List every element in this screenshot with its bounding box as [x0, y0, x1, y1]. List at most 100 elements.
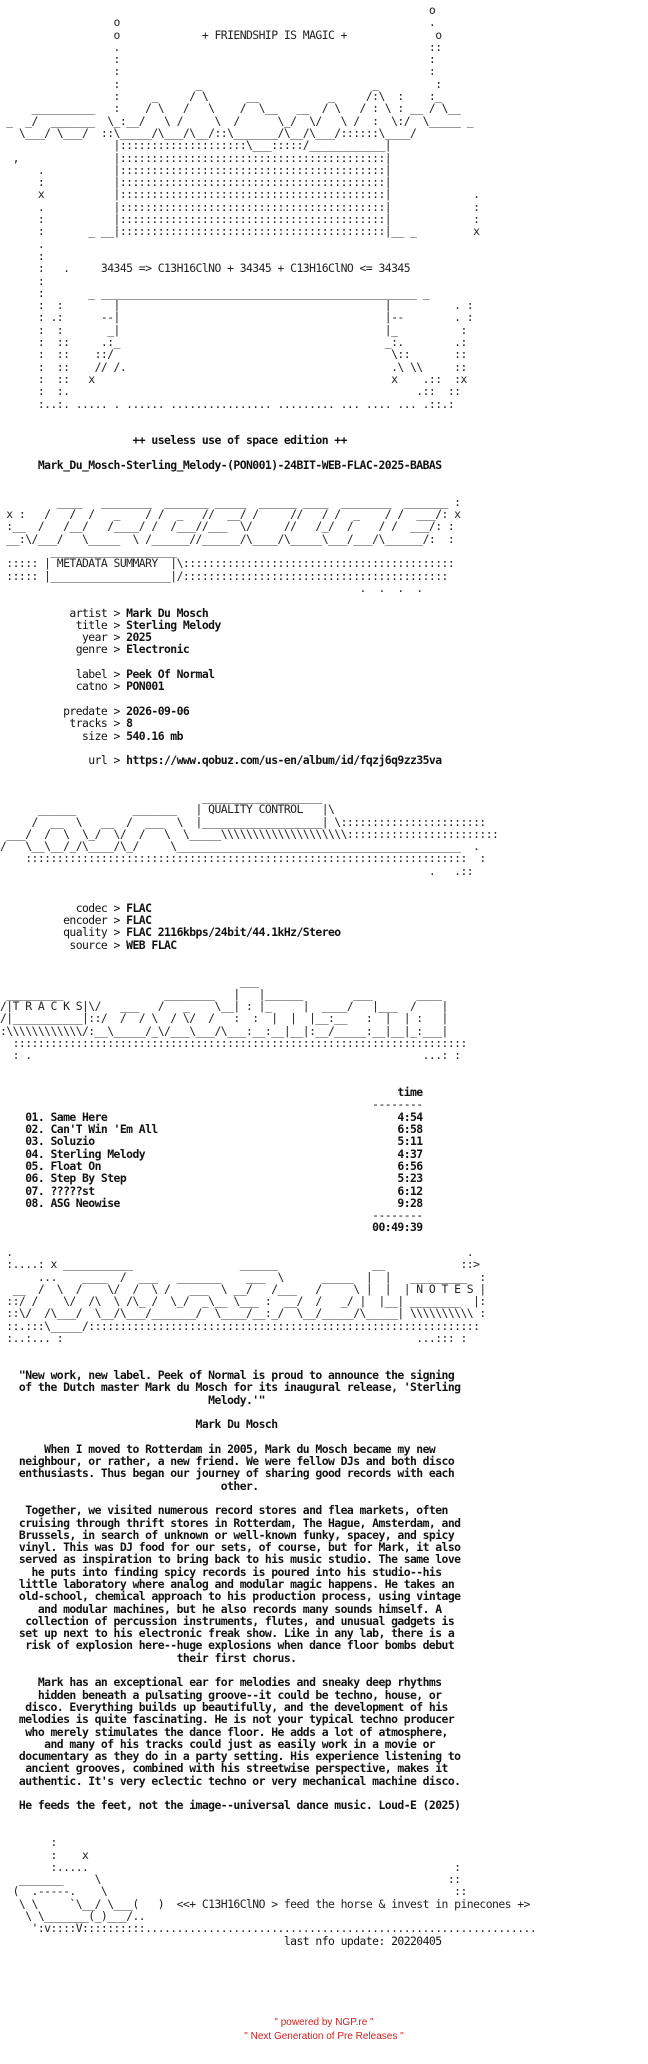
footer-tagline: " Next Generation of Pre Releases " — [244, 2031, 404, 2042]
art-line: : . 34345 => C13H16ClNO + 34345 + C13H16… — [0, 261, 411, 276]
art-line: ___________________ — [0, 790, 322, 804]
info-row: size > 540.16 mb — [0, 729, 648, 742]
art-line: : :: .:_ _:. .: — [0, 335, 467, 350]
art-line: : — [0, 248, 45, 263]
art-line: ( .-----. \ :: — [0, 1884, 468, 1899]
note-line: risk of explosion here--huge explosions … — [0, 1638, 455, 1653]
art-line: . |:::::::::::::::::::::::::::::::::::::… — [0, 199, 480, 214]
art-line: x : / / / _ / / _ // __/ / // / / _ / / … — [0, 507, 461, 522]
art-line: : — [0, 1835, 57, 1850]
info-row: tracks > 8 — [0, 717, 648, 729]
info-row: title > Sterling Melody — [0, 619, 648, 631]
art-line: ::::::::::::::::::::::::::::::::::::::::… — [0, 1035, 468, 1050]
art-line: _ _/ _______ \_:__/ \ / \ / \_/ \/ \ / :… — [0, 113, 474, 128]
note-line: little laboratory where analog and modul… — [0, 1577, 455, 1591]
art-line: : : — [0, 52, 436, 67]
info-row: year > 2025 — [0, 631, 648, 643]
art-line: :__ / /__/ /____/ / /___//___ \/ // /_/ … — [0, 519, 455, 534]
metadata-banner: ____ ________ _______ _____ ______ ____ … — [0, 494, 648, 595]
note-line: Mark Du Mosch — [0, 1417, 279, 1432]
note-line: ancient grooves, combined with his stree… — [0, 1761, 448, 1776]
note-line: hidden beneath a pulsating groove--it co… — [0, 1687, 442, 1702]
info-key: quality > — [0, 925, 127, 940]
info-value: 2026-09-06 — [126, 703, 190, 718]
metadata-block: artist > Mark Du Mosch title > Sterling … — [0, 605, 648, 768]
info-key: year > — [0, 630, 127, 645]
art-line: |::::::::::::::::::::\___:::::/_________… — [0, 138, 392, 153]
info-row: label > Peek Of Normal — [0, 668, 648, 680]
art-line: _______ \ :: — [0, 1872, 461, 1887]
track-row: 02. Can'T Win 'Em All 6:58 — [0, 1122, 423, 1137]
info-value: Peek Of Normal — [126, 667, 215, 682]
time-rule: -------- — [0, 1097, 423, 1112]
note-line: documentary as they do in a party settin… — [0, 1749, 461, 1764]
art-line: : : _| |_ : — [0, 322, 467, 337]
art-line: : :: // /. .\ \\ :: — [0, 359, 467, 374]
info-value: PON001 — [126, 679, 165, 694]
note-line: He feeds the feet, not the image--univer… — [0, 1798, 461, 1813]
art-line: : |:::::::::::::::::::::::::::::::::::::… — [0, 212, 480, 227]
art-line: ':v::::V::::::::::......................… — [0, 1921, 537, 1936]
info-row: predate > 2026-09-06 — [0, 705, 648, 717]
edition-line: ++ useless use of space edition ++ — [0, 433, 347, 448]
info-value: FLAC — [126, 912, 152, 927]
note-line: cruising through thrift stores in Rotter… — [0, 1515, 461, 1530]
info-value: 2025 — [126, 630, 152, 645]
note-line: Melody.'" — [0, 1392, 265, 1407]
art-line: \ \ `\__/ \___( ) <<+ C13H16ClNO > feed … — [0, 1896, 530, 1911]
art-line: : — [0, 273, 45, 288]
art-line: : :. .:: :: — [0, 384, 461, 399]
note-line: served as inspiration to bring back to h… — [0, 1552, 461, 1567]
note-line: collection of percussion instruments, fl… — [0, 1613, 455, 1628]
note-line: authentic. It's very eclectic techno or … — [0, 1773, 461, 1788]
art-line: /|T R A C K S|\/ ___ / _ \__| : |_ | ___… — [0, 999, 448, 1014]
note-line: set up next to his electronic freak show… — [0, 1626, 455, 1641]
art-line: ::/ / \/ /\ \ /\_ / \_/ _\__ \___ : __/ … — [0, 1294, 486, 1309]
art-line: :..:... : ...::: : — [0, 1331, 467, 1346]
art-line: \___/ \___/ ::\_____/\___/\__/::\_______… — [0, 125, 417, 140]
info-key: tracks > — [0, 716, 127, 731]
info-row: codec > FLAC — [0, 902, 648, 914]
art-line: : :: x x .:: :x — [0, 371, 467, 386]
art-line: ____ ________ _______ _____ ______ ____ … — [0, 494, 461, 509]
art-line: : :: ::/ \:: :: — [0, 347, 467, 362]
quality-banner: ___________________ ______ _______ | QUA… — [0, 791, 648, 877]
total-time: 00:49:39 — [0, 1220, 423, 1235]
info-row: encoder > FLAC — [0, 914, 648, 926]
info-key: encoder > — [0, 912, 127, 927]
art-line: . . — [0, 1244, 474, 1259]
info-key: source > — [0, 937, 127, 952]
track-row: 04. Sterling Melody 4:37 — [0, 1146, 423, 1161]
art-line: . |:::::::::::::::::::::::::::::::::::::… — [0, 162, 392, 177]
art-line: ::::::::::::::::::::::::::::::::::::::::… — [0, 851, 486, 866]
tracklist: time -------- 01. Same Here 4:54 02. Can… — [0, 1086, 648, 1234]
note-line: who merely stimulates the dance floor. H… — [0, 1724, 448, 1739]
track-row: 08. ASG Neowise 9:28 — [0, 1195, 423, 1210]
art-line: o — [0, 3, 436, 17]
art-line: , |:::::::::::::::::::::::::::::::::::::… — [0, 150, 392, 165]
art-line: ::\/ /\___/ \__/\___/_______/ \____/__:_… — [0, 1306, 486, 1321]
note-line: neighbour, or rather, a new friend. We w… — [0, 1454, 455, 1469]
art-line: : .: --| |-- . : — [0, 310, 474, 325]
footer-powered-by: " powered by NGP.re " — [274, 2017, 374, 2028]
note-line: of the Dutch master Mark du Mosch for it… — [0, 1380, 461, 1395]
info-row: genre > Electronic — [0, 643, 648, 655]
note-line: other. — [0, 1478, 259, 1493]
art-line: :..:. ..... . ...... ................ ..… — [0, 396, 455, 411]
nfo-document: o o . o + FRIENDSHIP IS MAGIC + o . — [0, 4, 648, 1947]
note-line: enthusiasts. Thus began our journey of s… — [0, 1466, 455, 1481]
art-line: : _ / \ __ _ /:\ : :_ — [0, 89, 443, 104]
note-line: disco. Everything builds up beautifully,… — [0, 1699, 448, 1714]
info-value: https://www.qobuz.com/us-en/album/id/fqz… — [126, 753, 442, 768]
art-line: / \__\__/_/\____/\_/ \__________________… — [0, 839, 480, 854]
note-line: melodies is quite fascinating. He is not… — [0, 1712, 455, 1727]
info-value: Mark Du Mosch — [126, 605, 209, 620]
info-key: catno > — [0, 679, 127, 694]
art-line: : _ _ : — [0, 76, 443, 91]
info-key: predate > — [0, 703, 127, 718]
info-row: catno > PON001 — [0, 680, 648, 692]
closer-art: : : x :..... : _______ \ :: ( .-----. \ — [0, 1835, 648, 1936]
art-line: ______ _______ | QUALITY CONTROL |\ — [0, 802, 335, 817]
track-row: 06. Step By Step 5:23 — [0, 1171, 423, 1186]
art-line: \ \_______(_)___/.. — [0, 1909, 146, 1924]
